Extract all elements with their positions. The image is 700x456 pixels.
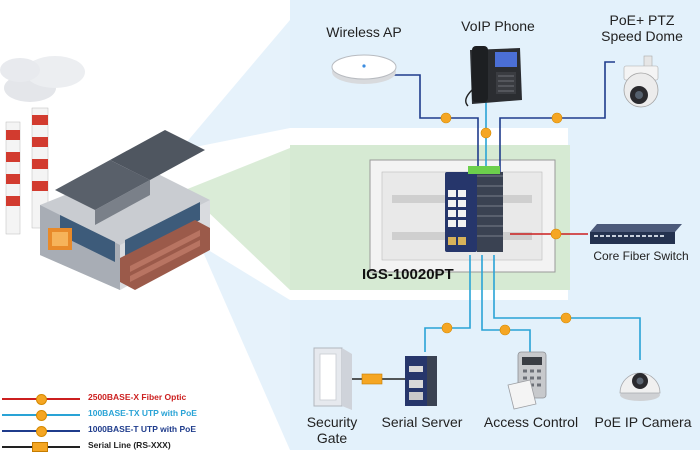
poe-ip-camera-label: PoE IP Camera bbox=[594, 414, 692, 430]
serial-server-device bbox=[405, 356, 437, 406]
wireless-ap-label: Wireless AP bbox=[326, 24, 402, 40]
legend-row-fiber: 2500BASE-X Fiber Optic bbox=[2, 392, 232, 406]
core-fiber-switch-device bbox=[590, 224, 682, 244]
legend-marker-utp100 bbox=[36, 410, 47, 421]
legend-label-utp100: 100BASE-TX UTP with PoE bbox=[88, 408, 197, 418]
switch-model-label: IGS-10020PT bbox=[362, 266, 454, 283]
core-fiber-switch-label: Core Fiber Switch bbox=[593, 249, 689, 263]
security-gate-label: Security Gate bbox=[296, 414, 368, 446]
serial-server-label: Serial Server bbox=[381, 414, 463, 430]
cabinet-enclosure bbox=[369, 159, 556, 273]
voip-phone-device bbox=[465, 46, 522, 107]
legend: 2500BASE-X Fiber Optic 100BASE-TX UTP wi… bbox=[2, 392, 232, 456]
igs-switch bbox=[445, 166, 503, 252]
connector-tags bbox=[361, 112, 572, 385]
beam-middle bbox=[185, 148, 290, 290]
legend-marker-serial bbox=[32, 442, 48, 452]
legend-marker-utp1000 bbox=[36, 426, 47, 437]
legend-label-serial: Serial Line (RS-XXX) bbox=[88, 440, 171, 450]
voip-phone-label: VoIP Phone bbox=[461, 18, 535, 34]
beam-bottom bbox=[200, 245, 290, 450]
poe-ip-camera-device bbox=[619, 372, 661, 401]
legend-label-fiber: 2500BASE-X Fiber Optic bbox=[88, 392, 187, 402]
legend-row-utp100: 100BASE-TX UTP with PoE bbox=[2, 408, 232, 422]
security-gate-label-line1: Security bbox=[306, 414, 358, 430]
access-control-label: Access Control bbox=[483, 414, 579, 430]
legend-label-utp1000: 1000BASE-T UTP with PoE bbox=[88, 424, 197, 434]
legend-marker-fiber bbox=[36, 394, 47, 405]
ptz-dome-label-line1: PoE+ PTZ bbox=[609, 12, 675, 28]
access-control-device bbox=[507, 351, 547, 410]
beam-top bbox=[180, 20, 290, 150]
ptz-dome-label: PoE+ PTZ Speed Dome bbox=[592, 12, 692, 44]
legend-row-utp1000: 1000BASE-T UTP with PoE bbox=[2, 424, 232, 438]
cable-ptz-dome bbox=[499, 61, 615, 180]
wireless-ap-device bbox=[331, 54, 397, 84]
security-gate-device bbox=[313, 347, 352, 410]
ptz-dome-device bbox=[623, 55, 659, 108]
ptz-dome-label-line2: Speed Dome bbox=[601, 28, 683, 44]
factory-illustration bbox=[0, 56, 210, 290]
right-panel bbox=[568, 128, 700, 303]
legend-row-serial: Serial Line (RS-XXX) bbox=[2, 440, 232, 454]
security-gate-label-line2: Gate bbox=[316, 430, 348, 446]
